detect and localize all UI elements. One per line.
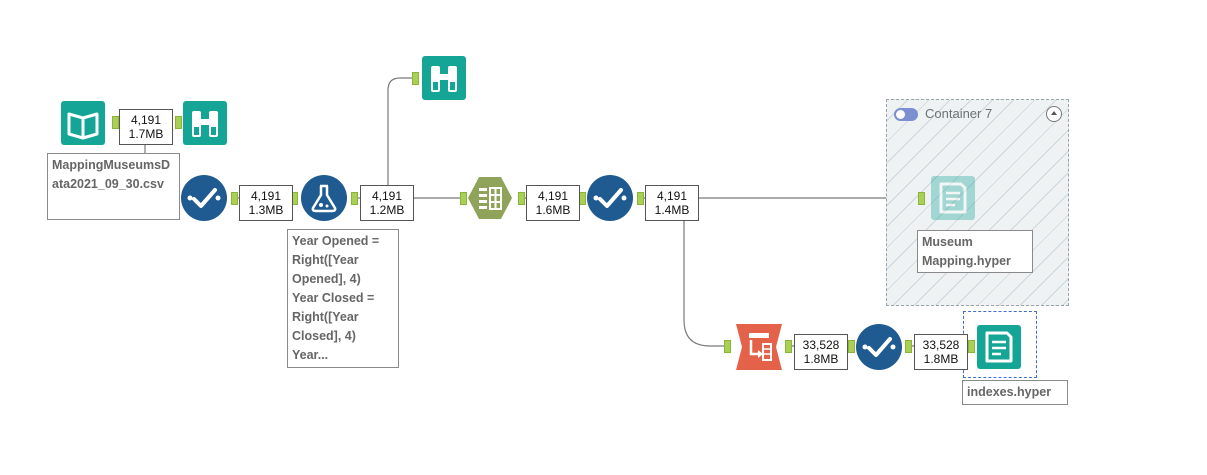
formula-annotation: Year Opened = Right([Year Opened], 4) Ye… bbox=[287, 229, 399, 368]
output-museum-annotation: Museum Mapping.hyper bbox=[917, 230, 1033, 273]
select-check-icon[interactable] bbox=[856, 324, 902, 370]
input-anchor[interactable] bbox=[848, 340, 855, 353]
output-anchor[interactable] bbox=[637, 192, 644, 205]
container-toggle[interactable] bbox=[894, 108, 918, 121]
input-anchor[interactable] bbox=[724, 340, 731, 353]
transpose-icon[interactable] bbox=[736, 324, 782, 370]
select-check-icon[interactable] bbox=[587, 175, 633, 221]
output-anchor[interactable] bbox=[518, 192, 525, 205]
input-anchor[interactable] bbox=[175, 116, 182, 129]
output-indexes-annotation: indexes.hyper bbox=[962, 380, 1068, 405]
output-data-icon[interactable] bbox=[977, 325, 1021, 369]
container-title: Container 7 bbox=[925, 106, 993, 121]
formula-flask-icon[interactable] bbox=[301, 175, 347, 221]
collapse-icon[interactable] bbox=[1046, 106, 1062, 122]
wire-select2-to-transpose bbox=[683, 198, 724, 347]
container-header[interactable]: Container 7 bbox=[887, 100, 1068, 130]
input-file-annotation: MappingMuseumsData2021_09_30.csv bbox=[47, 153, 180, 220]
wire-formula-to-browse2 bbox=[387, 77, 412, 198]
output-data-icon[interactable] bbox=[931, 176, 975, 220]
input-anchor[interactable] bbox=[412, 72, 419, 85]
output-anchor[interactable] bbox=[112, 116, 119, 129]
output-anchor[interactable] bbox=[905, 340, 912, 353]
browse-binoculars-icon[interactable] bbox=[422, 56, 466, 100]
input-anchor[interactable] bbox=[460, 192, 467, 205]
output-anchor[interactable] bbox=[351, 192, 358, 205]
input-data-book-icon[interactable] bbox=[61, 101, 105, 145]
output-anchor[interactable] bbox=[231, 192, 238, 205]
container-7[interactable]: Container 7 bbox=[886, 99, 1069, 306]
table-grid-icon[interactable] bbox=[468, 176, 512, 220]
input-anchor[interactable] bbox=[968, 340, 975, 353]
browse-binoculars-icon[interactable] bbox=[183, 101, 227, 145]
input-anchor[interactable] bbox=[579, 192, 586, 205]
input-anchor[interactable] bbox=[918, 192, 925, 205]
output-anchor[interactable] bbox=[785, 340, 792, 353]
select-check-icon[interactable] bbox=[181, 175, 227, 221]
